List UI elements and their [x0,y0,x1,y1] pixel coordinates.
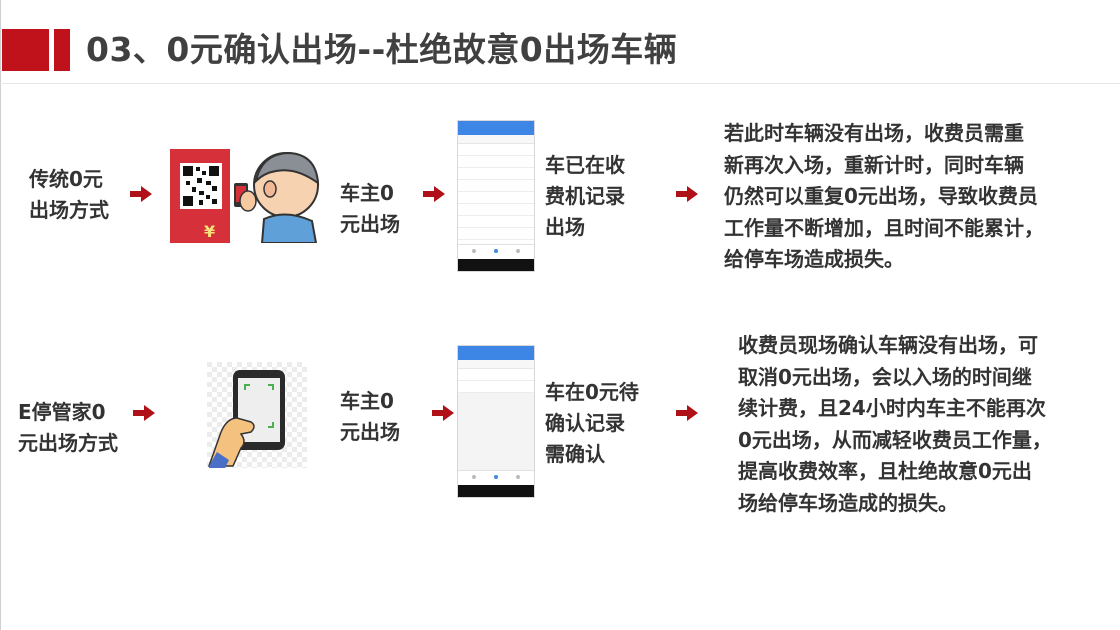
row2-record-label: 车在0元待 确认记录 需确认 [545,377,639,470]
row1-description-line: 仍然可以重复0元出场，导致收费员 [724,184,1038,208]
page-title: 03、0元确认出场--杜绝故意0出场车辆 [86,30,678,69]
row2-method-label: E停管家0 元出场方式 [18,397,118,459]
row1-description-line: 工作量不断增加，且时间不能累计， [724,215,1044,240]
svg-text:¥: ¥ [204,222,215,241]
row1-method-label: 传统0元 出场方式 [29,164,109,226]
row1-method-label-line2: 出场方式 [29,198,109,222]
row1-owner-label-line1: 车主0 [340,181,394,205]
row2-description-line: 提高收费效率，且杜绝故意0元出 [738,459,1032,483]
right-arrow-icon [432,405,454,421]
row1-method-label-line1: 传统0元 [29,167,103,191]
row2-description-line: 场给停车场造成的损失。 [738,490,958,515]
header-divider [0,83,1120,84]
row2-owner-label-line2: 元出场 [340,420,400,444]
row2-owner-label: 车主0 元出场 [340,386,400,448]
row2-description: 收费员现场确认车辆没有出场，可 取消0元出场，会以入场的时间继 续计费，且24小… [738,330,1098,519]
qr-code-scan-illustration: ¥ [166,145,328,244]
row1-record-label: 车已在收 费机记录 出场 [545,150,625,243]
right-arrow-icon [130,186,152,202]
header-accent-bar-small [54,29,70,71]
row2-description-line: 收费员现场确认车辆没有出场，可 [738,333,1038,357]
hand-holding-phone-illustration [207,362,307,468]
right-arrow-icon [133,405,155,421]
row2-record-label-line1: 车在0元待 [545,380,639,404]
left-edge-rule [0,0,1,630]
row2-method-label-line2: 元出场方式 [18,431,118,455]
row2-description-line: 0元出场，从而减轻收费员工作量， [738,427,1052,452]
row1-owner-label: 车主0 元出场 [340,178,400,240]
right-arrow-icon [676,186,698,202]
right-arrow-icon [423,186,445,202]
row1-description: 若此时车辆没有出场，收费员需重 新再次入场，重新计时，同时车辆 仍然可以重复0元… [724,118,1084,276]
row1-description-line: 若此时车辆没有出场，收费员需重 [724,121,1024,145]
row1-record-label-line2: 费机记录 [545,184,625,208]
row2-record-label-line2: 确认记录 [545,411,625,435]
row1-owner-label-line2: 元出场 [340,212,400,236]
row2-record-label-line3: 需确认 [545,442,605,466]
app-screenshot [457,345,535,498]
row2-method-label-line1: E停管家0 [18,400,106,424]
row2-description-line: 取消0元出场，会以入场的时间继 [738,364,1032,389]
row1-record-label-line3: 出场 [545,215,585,239]
row1-description-line: 给停车场造成损失。 [724,247,904,271]
app-screenshot [457,120,535,272]
row1-description-line: 新再次入场，重新计时，同时车辆 [724,152,1024,177]
right-arrow-icon [676,405,698,421]
row2-description-line: 续计费，且24小时内车主不能再次 [738,396,1046,420]
header-accent-bar-large [2,29,49,71]
row1-record-label-line1: 车已在收 [545,153,625,177]
row2-owner-label-line1: 车主0 [340,389,394,413]
